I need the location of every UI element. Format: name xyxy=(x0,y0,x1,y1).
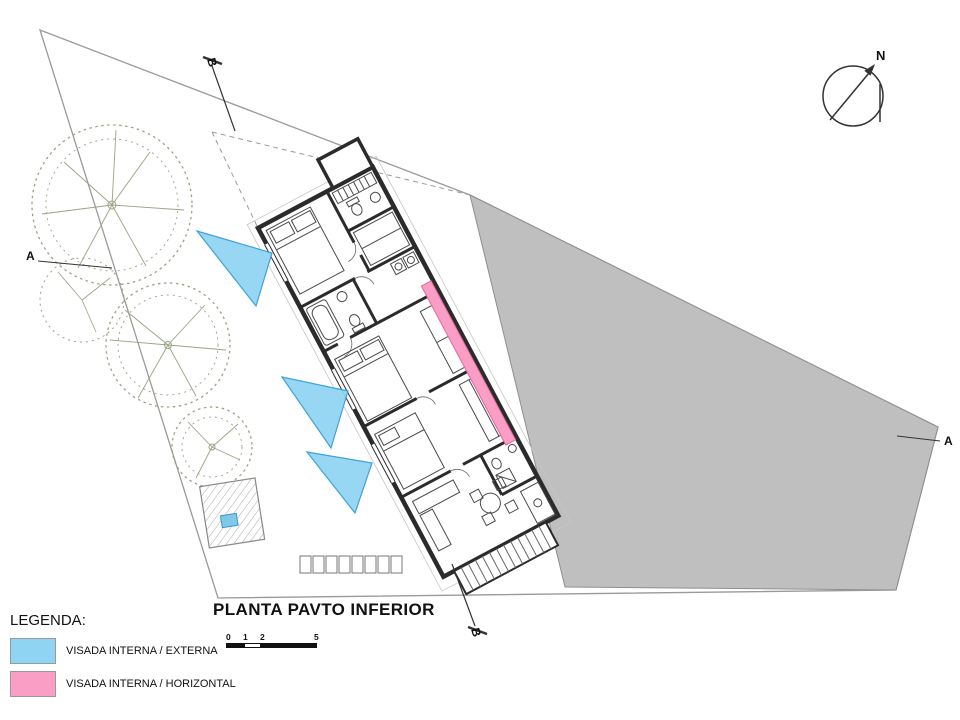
view-strip-horizontal xyxy=(420,280,517,446)
counter xyxy=(519,481,556,525)
legend-swatch-external xyxy=(10,638,56,664)
legend-swatch-horizontal xyxy=(10,671,56,697)
bathtub xyxy=(306,299,345,346)
sink xyxy=(369,191,381,203)
scale-tick-0: 0 xyxy=(226,632,231,642)
view-cone-1 xyxy=(195,229,273,308)
section-marker-a-left: A xyxy=(26,249,35,263)
terrain-area xyxy=(469,194,939,591)
bed xyxy=(265,206,345,295)
windows xyxy=(263,242,396,484)
tree-icon xyxy=(105,282,231,408)
stairs xyxy=(452,520,560,596)
legend-heading: LEGENDA: xyxy=(10,612,86,629)
scale-segment xyxy=(226,643,244,648)
section-line-b xyxy=(202,55,488,636)
legend-item-horizontal: VISADA INTERNA / HORIZONTAL xyxy=(10,671,236,697)
legend-item-external: VISADA INTERNA / EXTERNA xyxy=(10,638,236,664)
section-line-a xyxy=(37,260,941,442)
section-marker-b-bottom: B xyxy=(468,626,484,639)
tree-icon xyxy=(39,257,125,343)
legend: LEGENDA: VISADA INTERNA / EXTERNA VISADA… xyxy=(10,612,236,704)
sofa xyxy=(411,479,461,515)
table xyxy=(479,492,501,514)
compass-arrowhead-icon xyxy=(864,64,875,76)
pool xyxy=(198,477,266,549)
scale-segment xyxy=(244,643,261,648)
door-swings xyxy=(344,242,470,477)
compass-circle xyxy=(822,65,884,127)
bed xyxy=(373,412,445,490)
section-marker-b-top: B xyxy=(204,56,220,69)
tree-icon xyxy=(31,124,193,286)
building-annex xyxy=(315,136,376,191)
scale-segment xyxy=(261,643,317,648)
page-title: PLANTA PAVTO INFERIOR xyxy=(213,600,435,619)
north-compass: N xyxy=(822,48,885,127)
legend-label-horizontal: VISADA INTERNA / HORIZONTAL xyxy=(66,678,236,690)
tree-icon xyxy=(171,406,253,488)
sink xyxy=(507,443,517,453)
compass-north-label: N xyxy=(876,48,885,63)
shower xyxy=(495,467,517,490)
bed xyxy=(333,335,413,422)
toilet xyxy=(491,457,502,470)
scale-bar-segments xyxy=(226,643,317,648)
scale-tick-5: 5 xyxy=(314,632,319,642)
trees xyxy=(31,124,253,488)
building-plan xyxy=(246,136,572,596)
sink xyxy=(336,291,348,303)
compass-needle xyxy=(829,72,870,121)
legend-label-external: VISADA INTERNA / EXTERNA xyxy=(66,645,218,657)
view-cone-3 xyxy=(305,451,373,515)
view-cones-external xyxy=(195,229,373,515)
deck-squares xyxy=(299,555,403,574)
closet xyxy=(331,171,378,205)
scale-tick-1: 1 xyxy=(243,632,248,642)
scale-tick-2: 2 xyxy=(260,632,265,642)
view-cone-2 xyxy=(280,376,349,450)
section-marker-a-right: A xyxy=(944,434,953,448)
scale-bar: 0 1 2 5 xyxy=(226,632,336,654)
furniture xyxy=(265,171,556,552)
